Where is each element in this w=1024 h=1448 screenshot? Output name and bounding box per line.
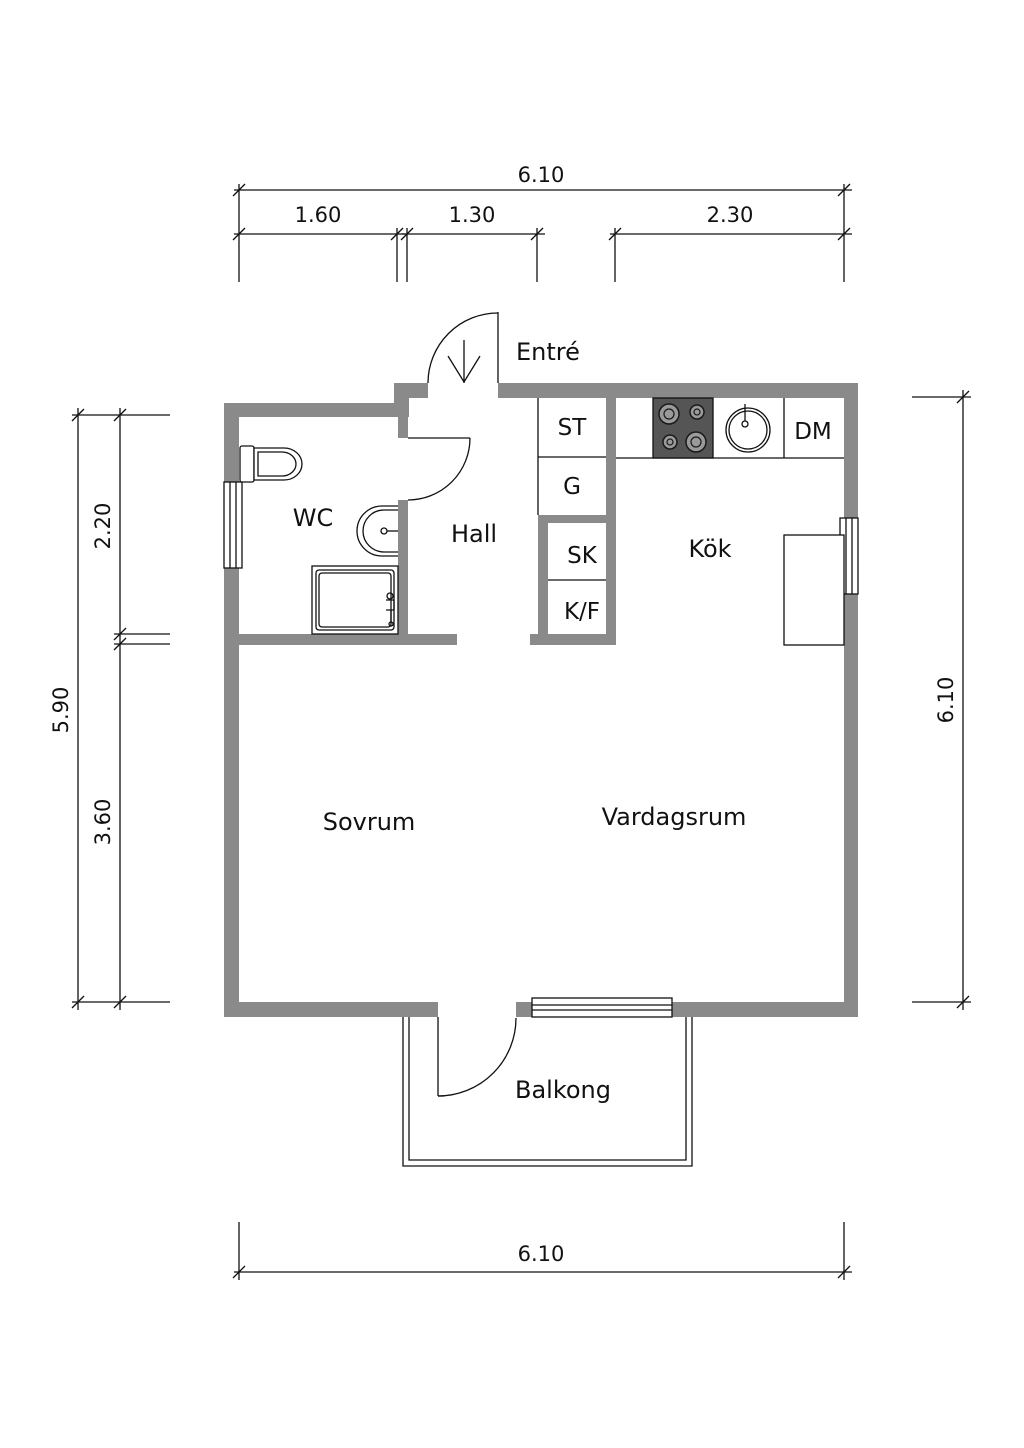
- room-label-wc: WC: [293, 504, 334, 532]
- room-label-balcony: Balkong: [515, 1076, 611, 1104]
- fixture-label-wardrobe: G: [563, 474, 581, 500]
- sink-icon: [725, 404, 771, 453]
- fixture-label-storage: ST: [558, 415, 588, 441]
- dimension-right-total: 6.10: [934, 677, 958, 724]
- walls: [224, 383, 858, 1017]
- dimension-bottom-total: 6.10: [518, 1242, 565, 1266]
- room-label-bedroom: Sovrum: [323, 808, 416, 836]
- windows: [223, 481, 859, 1018]
- cabinets: [537, 398, 845, 646]
- room-label-living-room: Vardagsrum: [602, 803, 747, 831]
- fixture-label-dishwasher: DM: [794, 419, 832, 445]
- door-swing-icon: [407, 437, 471, 501]
- window-icon: [223, 481, 243, 569]
- toilet-icon: [239, 445, 303, 483]
- dimension-lines: [71, 183, 971, 1280]
- dimension-left-upper: 2.20: [91, 503, 115, 550]
- dimension-left-lower: 3.60: [91, 799, 115, 846]
- dimension-top-segment-3: 2.30: [707, 203, 754, 227]
- window-icon: [531, 997, 673, 1018]
- fixture-label-fridge-freezer: K/F: [564, 599, 600, 625]
- fixture-label-cleaning-cabinet: SK: [567, 543, 598, 569]
- room-label-entrance: Entré: [516, 338, 580, 366]
- room-label-kitchen: Kök: [688, 535, 731, 563]
- dimension-left-total: 5.90: [49, 687, 73, 734]
- sink-icon: [356, 505, 398, 557]
- doors: [407, 312, 517, 1097]
- shower-icon: [311, 565, 399, 635]
- door-swing-icon: [427, 312, 499, 384]
- dimension-top-total: 6.10: [518, 163, 565, 187]
- dimension-top-segment-2: 1.30: [449, 203, 496, 227]
- dimension-top-segment-1: 1.60: [295, 203, 342, 227]
- room-label-hall: Hall: [451, 520, 497, 548]
- balcony-outline: [402, 1017, 693, 1167]
- door-swing-icon: [437, 1017, 517, 1097]
- stove-icon: [652, 397, 714, 459]
